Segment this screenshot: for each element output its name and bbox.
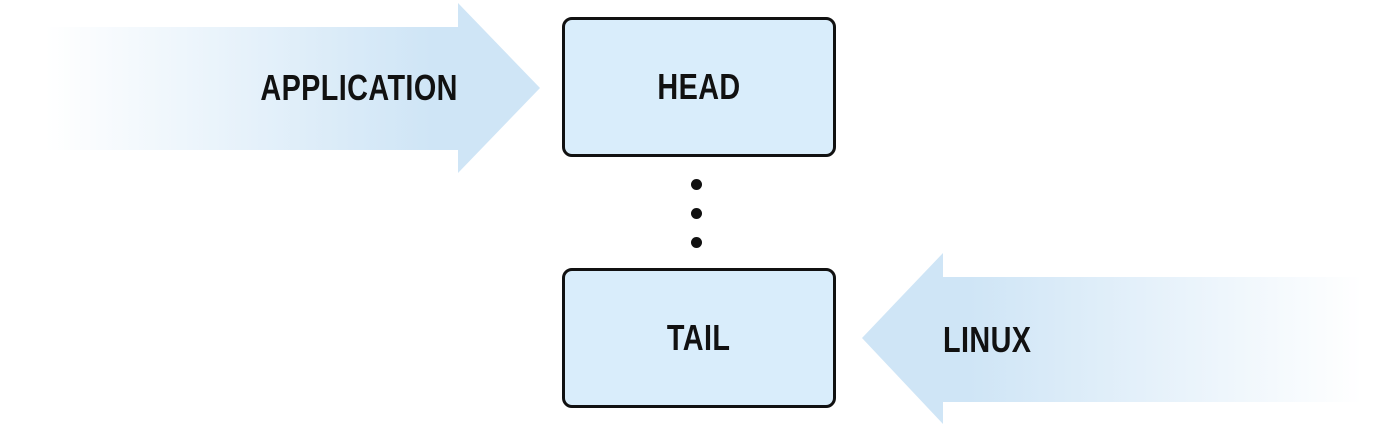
head-node-label: HEAD	[657, 66, 741, 107]
ellipsis-dot	[691, 237, 702, 248]
ellipsis-dots	[691, 179, 702, 248]
head-node: HEAD	[562, 17, 836, 157]
application-arrow-icon	[45, 3, 540, 173]
ellipsis-dot	[691, 208, 702, 219]
tail-node: TAIL	[562, 268, 836, 408]
ellipsis-dot	[691, 179, 702, 190]
linux-arrow-icon	[862, 253, 1400, 424]
linux-arrow-label: LINUX	[943, 319, 1032, 360]
tail-node-label: TAIL	[667, 317, 731, 358]
application-arrow-label: APPLICATION	[260, 67, 458, 108]
